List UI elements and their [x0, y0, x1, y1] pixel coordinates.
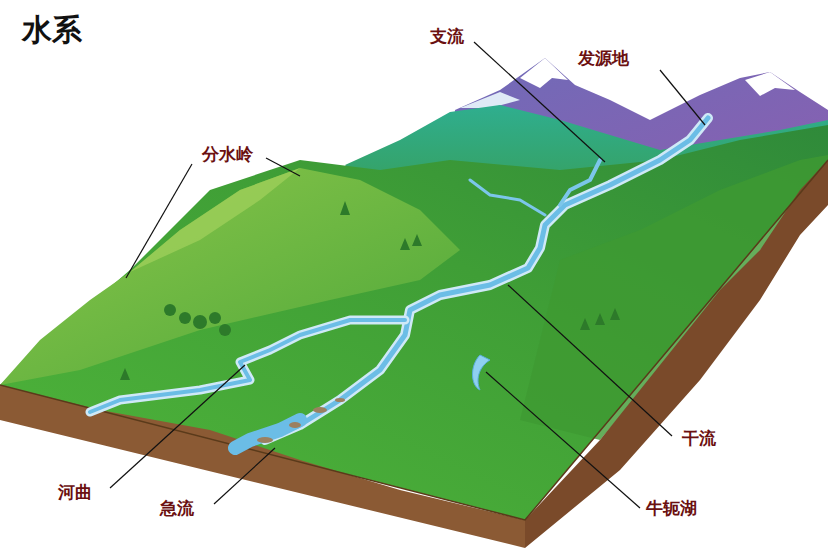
- hill-light: [130, 168, 300, 272]
- block-edge: [0, 160, 828, 520]
- part-label: 干流: [680, 428, 718, 448]
- river-system: [90, 118, 708, 448]
- rapids-rocks: [257, 398, 345, 443]
- soil-side: [525, 160, 828, 548]
- leader-lines: [110, 42, 705, 508]
- part-label: 河曲: [56, 482, 94, 502]
- snow-cap: [520, 58, 568, 88]
- ground-blank: [0, 385, 525, 552]
- soil-front: [0, 385, 525, 548]
- diagram-title: 水系: [22, 12, 82, 48]
- trees: [120, 201, 620, 380]
- part-label: 急流: [158, 498, 196, 518]
- part-label: 牛轭湖: [644, 498, 699, 518]
- part-label: 分水岭: [200, 144, 255, 164]
- snow-cap: [460, 92, 520, 108]
- part-label: 支流: [428, 26, 466, 46]
- snow-cap: [745, 72, 795, 96]
- part-label: 发源地: [576, 48, 631, 68]
